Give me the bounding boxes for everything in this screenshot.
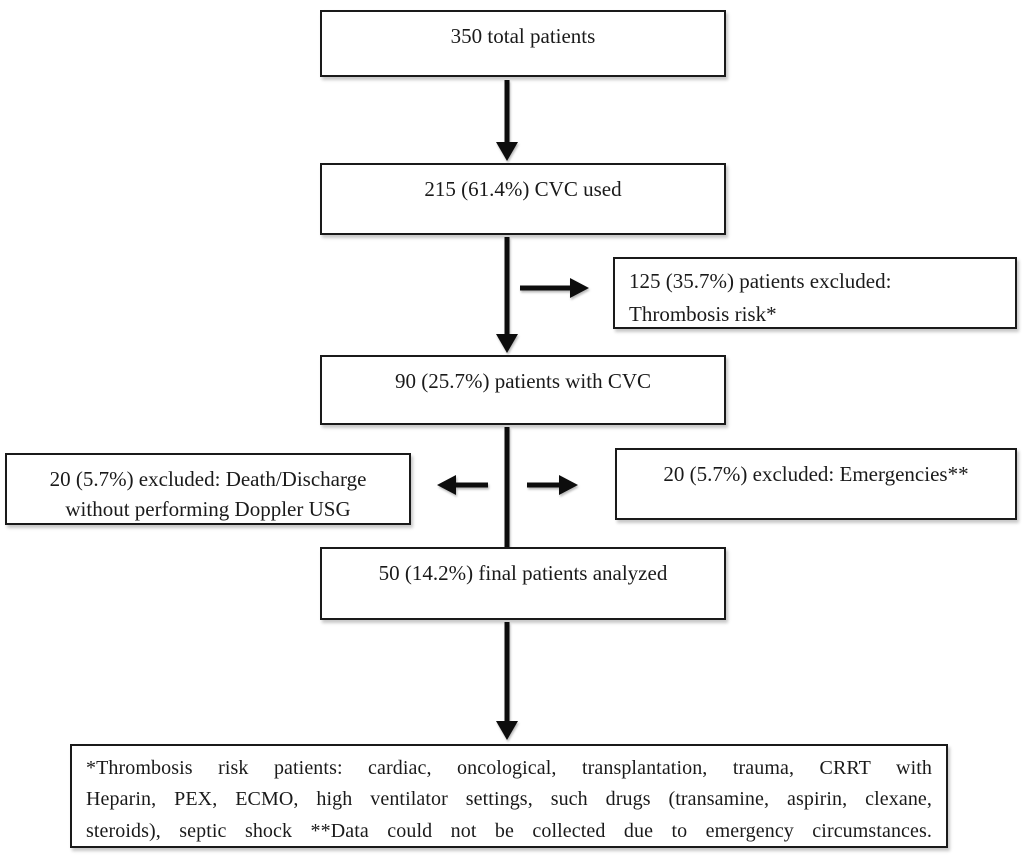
arrow-branch-thrombosis (520, 278, 589, 298)
node-final-analyzed-label: 50 (14.2%) final patients analyzed (378, 561, 668, 585)
footnote-line-1: *Thrombosis risk patients: cardiac, onco… (86, 757, 932, 779)
node-total-patients-label: 350 total patients (450, 24, 596, 48)
node-total-patients: 350 total patients (320, 10, 726, 77)
node-patients-with-cvc: 90 (25.7%) patients with CVC (320, 355, 726, 425)
node-patients-with-cvc-label: 90 (25.7%) patients with CVC (394, 369, 652, 393)
node-excluded-emergencies-label: 20 (5.7%) excluded: Emergencies** (663, 462, 969, 486)
arrow-branch-emergencies (527, 475, 578, 495)
node-cvc-used-label: 215 (61.4%) CVC used (424, 177, 622, 201)
node-footnote: *Thrombosis risk patients: cardiac, onco… (70, 744, 948, 848)
node-cvc-used: 215 (61.4%) CVC used (320, 163, 726, 235)
node-excluded-emergencies: 20 (5.7%) excluded: Emergencies** (615, 448, 1017, 520)
footnote-line-2: Heparin, PEX, ECMO, high ventilator sett… (86, 788, 932, 811)
arrow-cvc-used-to-patients-cvc (496, 237, 518, 353)
node-excluded-death-discharge-line1: 20 (5.7%) excluded: Death/Discharge (49, 467, 367, 491)
node-final-analyzed: 50 (14.2%) final patients analyzed (320, 547, 726, 620)
node-excluded-thrombosis: 125 (35.7%) patients excluded: Thrombosi… (613, 257, 1017, 329)
node-excluded-death-discharge: 20 (5.7%) excluded: Death/Discharge with… (5, 453, 411, 525)
node-excluded-thrombosis-line1: 125 (35.7%) patients excluded: (629, 269, 892, 293)
arrow-total-to-cvc-used (496, 80, 518, 161)
node-excluded-death-discharge-line2: without performing Doppler USG (65, 497, 351, 522)
footnote-line-3: steroids), septic shock **Data could not… (86, 819, 932, 842)
node-excluded-thrombosis-line2: Thrombosis risk* (629, 301, 777, 326)
arrow-branch-death-discharge (437, 475, 488, 495)
arrow-final-to-footnote (496, 622, 518, 740)
